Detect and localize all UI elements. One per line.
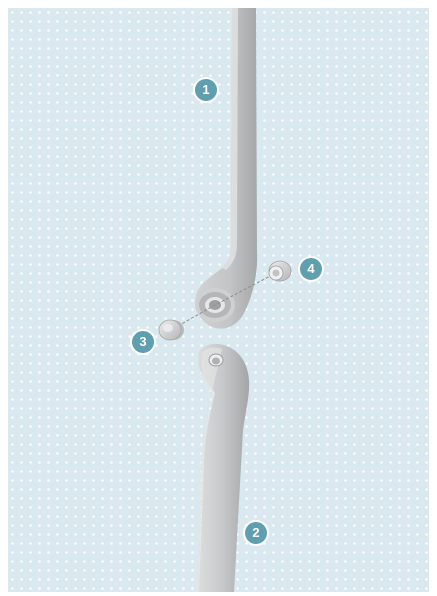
assembly-drawing [8,8,429,592]
bushing-part [269,261,291,281]
lower-link-part [196,344,249,592]
callout-2: 2 [243,520,269,546]
upper-arm-part [195,8,257,329]
cap-pin-part [159,320,184,340]
exploded-assembly-diagram: 1 2 3 4 [8,8,429,592]
callout-4: 4 [298,256,324,282]
callout-3: 3 [130,329,156,355]
callout-1: 1 [193,77,219,103]
